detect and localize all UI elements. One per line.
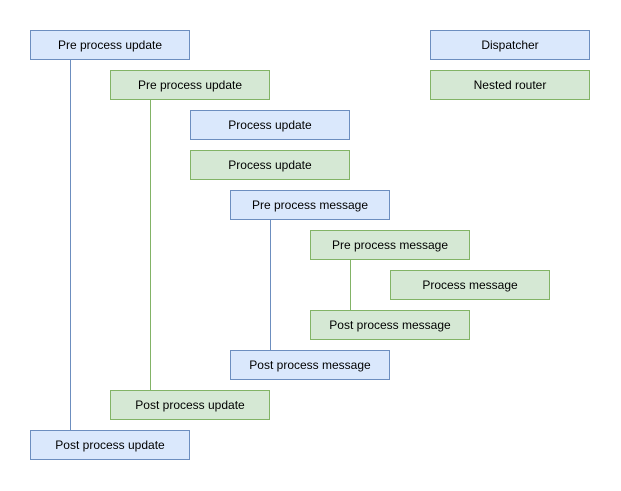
message-connector-blue (270, 220, 271, 350)
nested-router[interactable]: Nested router (430, 70, 590, 100)
pre-process-update-green[interactable]: Pre process update (110, 70, 270, 100)
post-process-update-green[interactable]: Post process update (110, 390, 270, 420)
process-update-blue[interactable]: Process update (190, 110, 350, 140)
pre-process-message-blue[interactable]: Pre process message (230, 190, 390, 220)
post-process-update-blue[interactable]: Post process update (30, 430, 190, 460)
process-update-green[interactable]: Process update (190, 150, 350, 180)
process-message-green[interactable]: Process message (390, 270, 550, 300)
post-process-message-green[interactable]: Post process message (310, 310, 470, 340)
post-process-message-blue[interactable]: Post process message (230, 350, 390, 380)
message-connector-green (350, 260, 351, 310)
pre-process-message-green[interactable]: Pre process message (310, 230, 470, 260)
update-connector-blue (70, 60, 71, 430)
update-connector-green (150, 100, 151, 390)
pre-process-update-blue[interactable]: Pre process update (30, 30, 190, 60)
dispatcher[interactable]: Dispatcher (430, 30, 590, 60)
